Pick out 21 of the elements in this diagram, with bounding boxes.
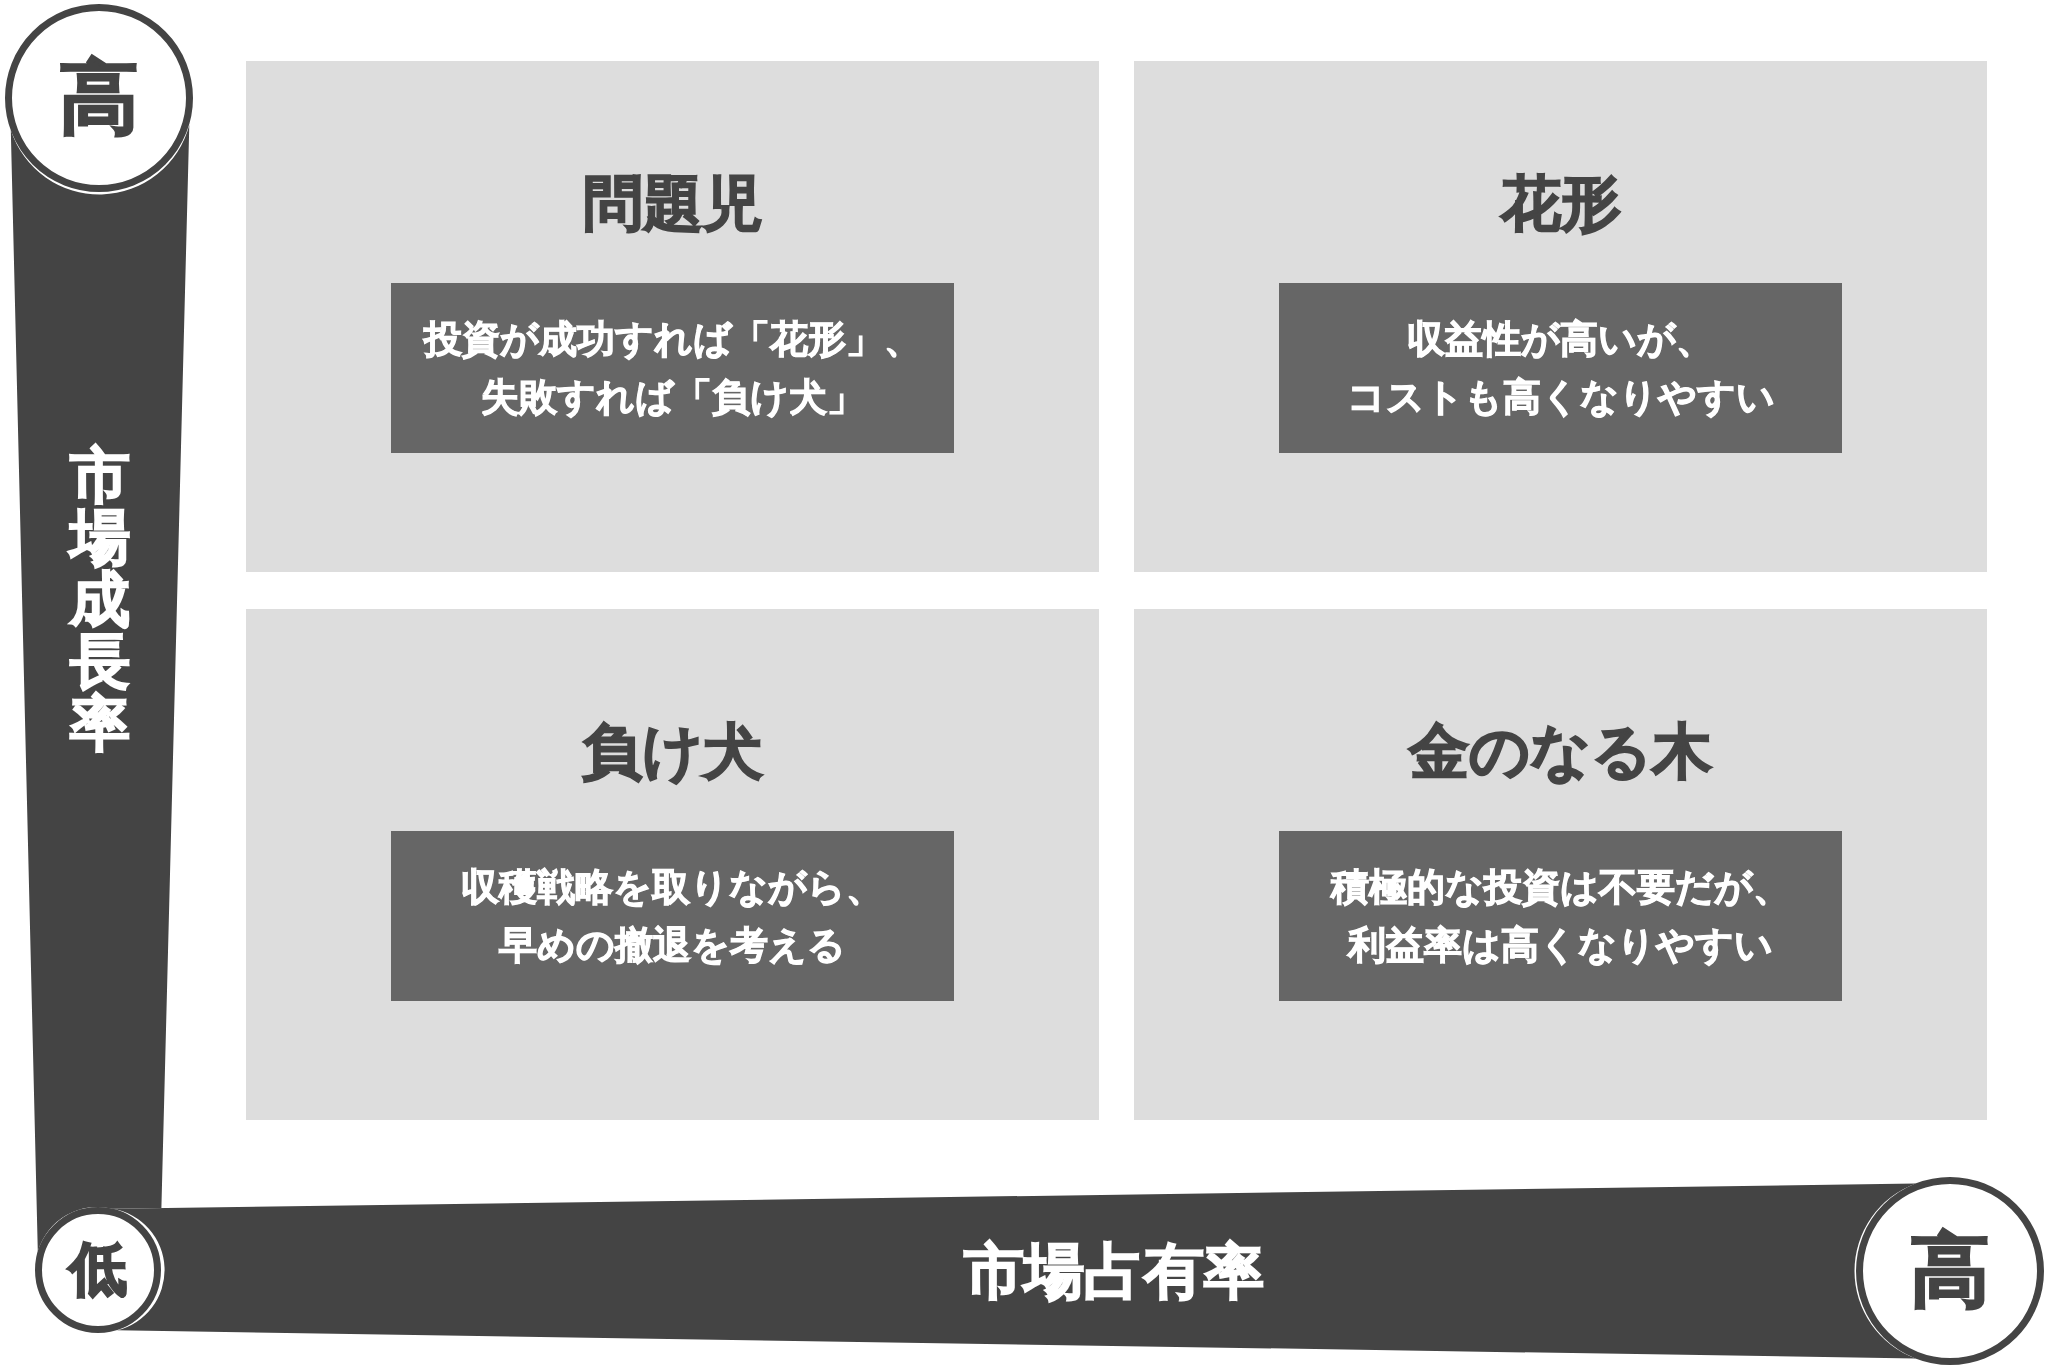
axis-end-label: 低 [69, 1238, 127, 1302]
description-panel [391, 831, 954, 1001]
description-text: 収穫戦略を取りながら、早めの撤退を考える [460, 864, 885, 969]
quadrant-panel [1134, 609, 1987, 1120]
description-text: 投資が成功すれば「花形」、失敗すれば「負け犬」 [422, 316, 923, 421]
description-text: 収益性が高いが、コストも高くなりやすい [1346, 316, 1775, 421]
description-panel [391, 283, 954, 453]
axis-label: 市場占有率 [964, 1238, 1264, 1304]
quadrant-panel [1134, 61, 1987, 572]
quadrant-title: 負け犬 [582, 716, 763, 786]
description-panel [1279, 283, 1842, 453]
quadrant-panel [246, 609, 1099, 1120]
axis-end-label: 高 [1910, 1227, 1990, 1315]
quadrant-title: 金のなる木 [1409, 716, 1712, 786]
description-panel [1279, 831, 1842, 1001]
axis-label: 市場成長率 [69, 444, 131, 754]
axis-end-label: 高 [59, 54, 139, 142]
description-text: 積極的な投資は不要だが、利益率は高くなりやすい [1329, 864, 1792, 969]
quadrant-title: 問題児 [582, 168, 763, 238]
quadrant-panel [246, 61, 1099, 572]
quadrant-title: 花形 [1500, 168, 1621, 238]
